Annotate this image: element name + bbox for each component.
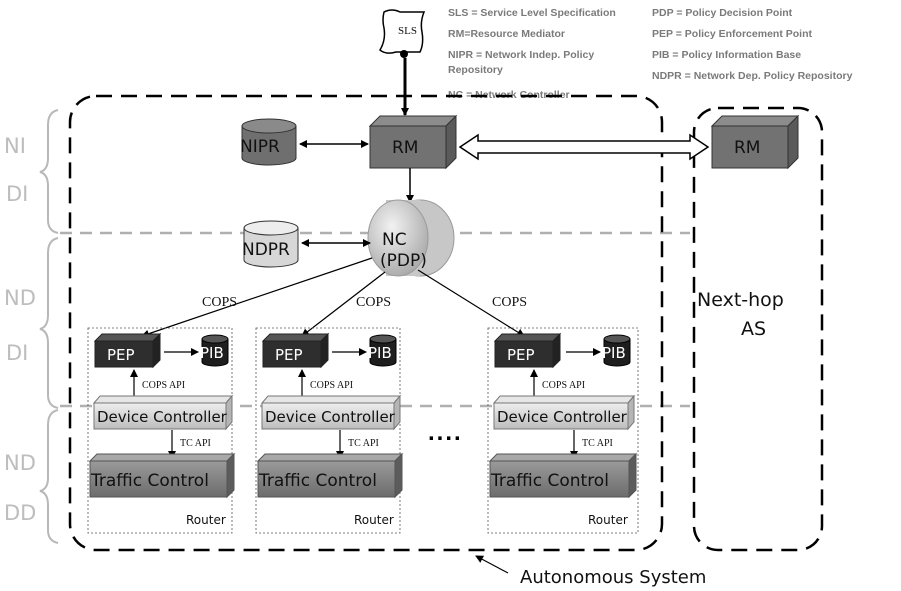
cops-label-2: COPS [356, 295, 391, 310]
router-3-device-controller-label: Device Controller [497, 408, 628, 426]
sls-scroll-icon [379, 9, 426, 54]
router-1: PEP PIB COPS API Device Controller TC AP… [87, 327, 236, 534]
layer-label-di-top: DI [6, 182, 28, 206]
router-1-cops-api-label: COPS API [142, 380, 185, 391]
legend-ndpr: NDPR = Network Dep. Policy Repository [652, 70, 853, 82]
cops-label-3: COPS [492, 295, 527, 310]
layer-label-nd-mid: ND [4, 286, 36, 310]
router-1-tc-api-label: TC API [180, 438, 211, 449]
autonomous-system-pointer [475, 555, 509, 574]
nipr-repository: NIPR [240, 118, 297, 166]
autonomous-system-label: Autonomous System [520, 567, 706, 588]
brace-bottom [39, 409, 59, 544]
ndpr-label: NDPR [242, 240, 290, 260]
router-2-device-controller-label: Device Controller [265, 408, 396, 426]
layer-label-di-mid: DI [6, 341, 28, 365]
ndpr-repository: NDPR [242, 220, 299, 268]
nc-sub-label: (PDP) [380, 251, 427, 271]
cops-arrow-2 [301, 271, 386, 337]
router-2-traffic-control-label: Traffic Control [258, 471, 377, 491]
router-1-device-controller-label: Device Controller [97, 408, 228, 426]
router-1-pib: PIB [200, 334, 229, 367]
cops-label-1: COPS [202, 295, 237, 310]
router-1-traffic-control: Traffic Control [88, 452, 236, 499]
nc-pdp-node: NC (PDP) [367, 199, 455, 277]
next-hop-rm-label: RM [734, 138, 760, 158]
router-2-frame [255, 327, 401, 534]
router-2-pib: PIB [368, 334, 397, 367]
cops-arrow-3 [417, 269, 525, 337]
router-3-traffic-control-label: Traffic Control [490, 471, 609, 491]
layer-label-ni: NI [4, 134, 26, 158]
router-3-tc-api-label: TC API [582, 438, 613, 449]
router-3-pib-label: PIB [602, 344, 626, 362]
sls-label: SLS [398, 25, 417, 37]
legend-sls: SLS = Service Level Specification [448, 7, 616, 19]
legend-pib: PIB = Policy Information Base [652, 49, 801, 61]
brace-middle [39, 237, 59, 409]
rm-box: RM [368, 114, 458, 170]
nc-label: NC [382, 230, 407, 250]
router-3-pep-label: PEP [507, 346, 535, 364]
legend-pdp: PDP = Policy Decision Point [652, 7, 793, 19]
router-2-cops-api-label: COPS API [310, 380, 353, 391]
router-1-label: Router [186, 513, 226, 527]
router-ellipsis: .... [428, 419, 463, 446]
router-1-pep: PEP [93, 332, 162, 369]
router-3: PEP PIB COPS API Device Controller TC AP… [487, 327, 639, 534]
next-hop-as-label-line2: AS [741, 318, 766, 340]
layer-labels: NI DI ND DI ND DD [4, 109, 59, 544]
next-hop-as-boundary [692, 106, 824, 552]
brace-top [39, 109, 59, 234]
router-3-pep: PEP [493, 332, 562, 369]
sls-knot-icon [400, 50, 408, 58]
legend-pep: PEP = Policy Enforcement Point [652, 28, 812, 40]
router-2-pep: PEP [261, 332, 330, 369]
router-2: PEP PIB COPS API Device Controller TC AP… [255, 327, 404, 534]
nipr-label: NIPR [240, 137, 280, 157]
router-2-device-controller: Device Controller [260, 394, 402, 431]
router-3-label: Router [588, 513, 628, 527]
router-1-device-controller: Device Controller [92, 394, 234, 431]
next-hop-rm-box: RM [710, 114, 800, 170]
router-1-pib-label: PIB [200, 344, 224, 362]
router-2-label: Router [354, 513, 394, 527]
router-3-cops-api-label: COPS API [542, 380, 585, 391]
cops-arrow-1 [141, 257, 373, 338]
router-1-traffic-control-label: Traffic Control [90, 471, 209, 491]
router-1-frame [87, 327, 233, 534]
layer-label-dd: DD [4, 501, 36, 525]
legend: SLS = Service Level Specification RM=Res… [448, 7, 853, 101]
sls-document: SLS [379, 9, 426, 58]
router-2-pep-label: PEP [275, 346, 303, 364]
legend-nipr-line1: NIPR = Network Indep. Policy [448, 49, 594, 61]
router-3-traffic-control: Traffic Control [488, 452, 638, 499]
router-3-device-controller: Device Controller [492, 394, 636, 431]
layer-label-nd-bot: ND [4, 451, 36, 475]
legend-rm: RM=Resource Mediator [448, 28, 565, 40]
router-3-frame [487, 327, 639, 534]
rm-peering-arrow [458, 133, 710, 161]
router-2-pib-label: PIB [368, 344, 392, 362]
autonomous-system-boundary [68, 94, 664, 552]
rm-label: RM [392, 138, 418, 158]
router-2-tc-api-label: TC API [348, 438, 379, 449]
router-3-pib: PIB [602, 334, 631, 367]
router-2-traffic-control: Traffic Control [256, 452, 404, 499]
legend-nipr-line2: Repository [448, 64, 503, 76]
next-hop-as-label-line1: Next-hop [697, 289, 784, 311]
router-1-pep-label: PEP [107, 346, 135, 364]
